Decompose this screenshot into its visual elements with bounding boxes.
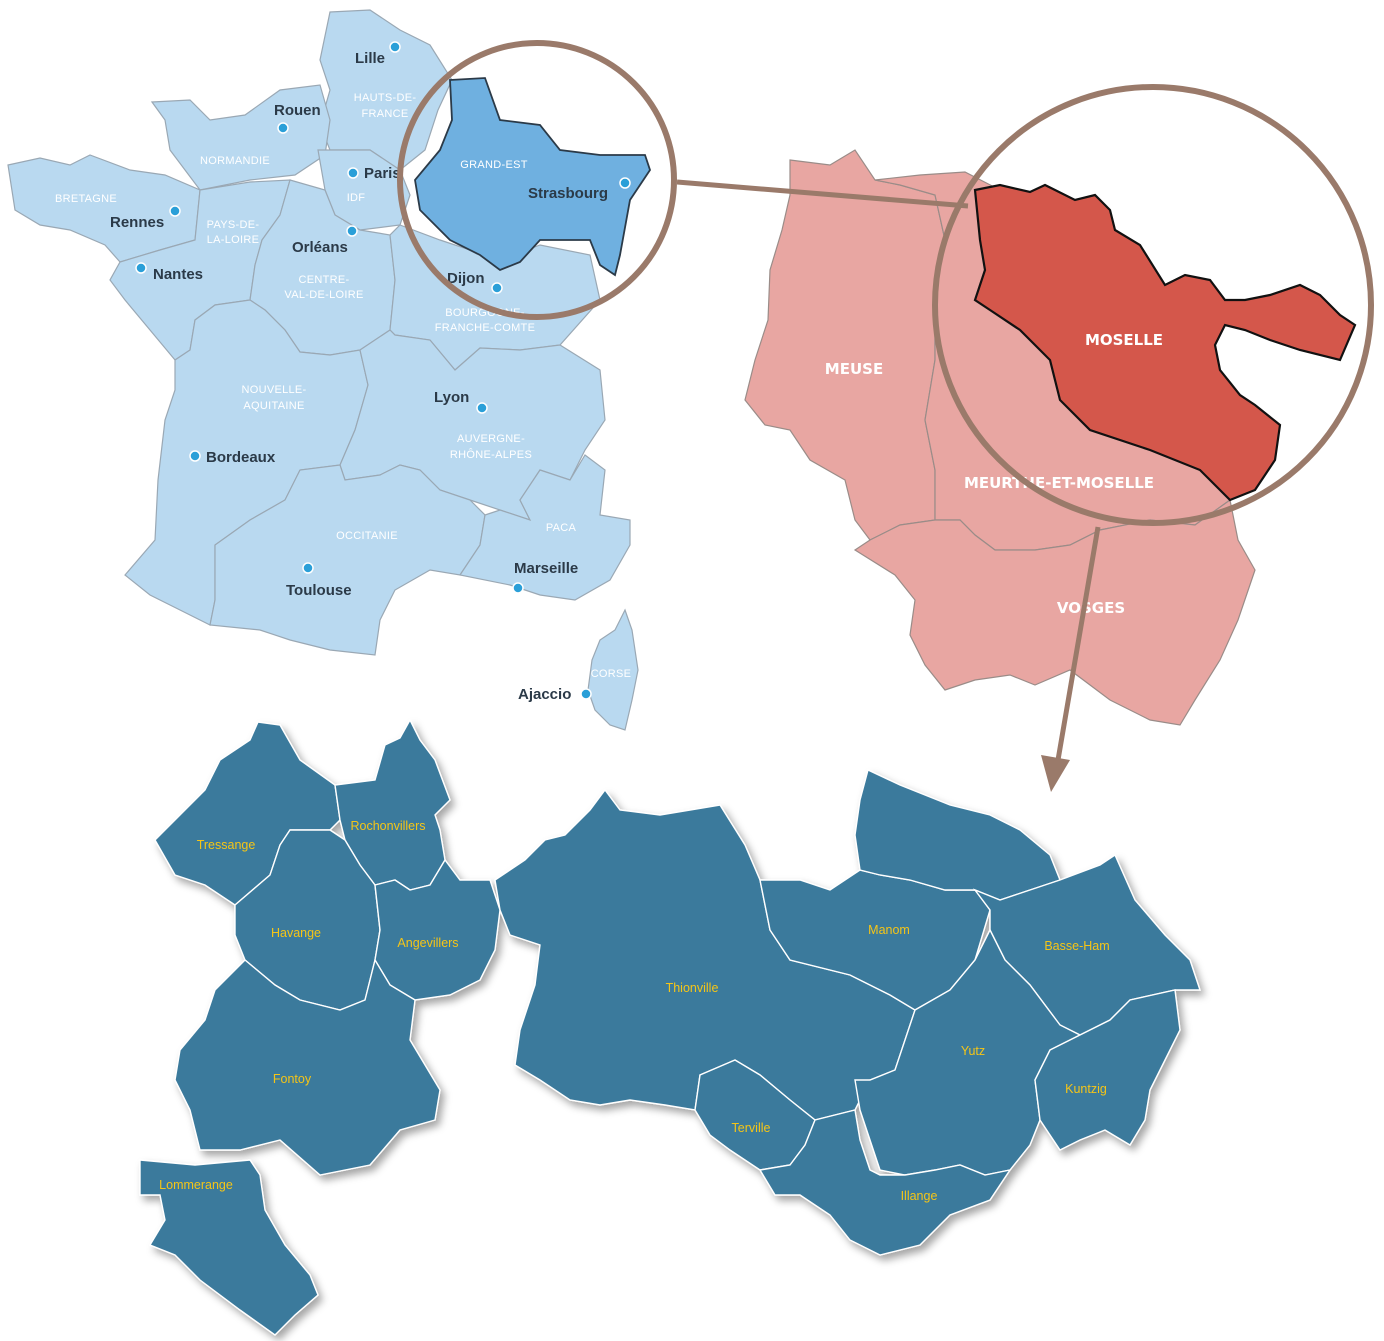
label-moselle: MOSELLE xyxy=(1085,331,1163,349)
connector-line-grand-est-to-lorraine xyxy=(676,179,969,209)
commune-kuntzig[interactable] xyxy=(1034,989,1181,1151)
city-label-bordeaux: Bordeaux xyxy=(206,449,276,466)
city-marker-lille[interactable]: Lille xyxy=(355,41,401,67)
city-label-orleans: Orléans xyxy=(292,239,348,256)
communes-map: Tressange Rochonvillers Havange Angevill… xyxy=(139,718,1201,1336)
arrowhead-icon xyxy=(1041,755,1070,792)
label-basse-ham: Basse-Ham xyxy=(1044,939,1109,953)
commune-upper-manom[interactable] xyxy=(854,769,1061,901)
label-nouvelle-aquitaine-line1: NOUVELLE- xyxy=(241,384,306,396)
dept-moselle[interactable] xyxy=(973,183,1357,502)
label-hauts-de-france-line2: FRANCE xyxy=(361,108,408,120)
label-terville: Terville xyxy=(732,1121,771,1135)
label-meuse: MEUSE xyxy=(825,360,883,378)
city-marker-bordeaux[interactable]: Bordeaux xyxy=(189,449,276,466)
label-meurthe-et-moselle: MEURTHE-ET-MOSELLE xyxy=(964,474,1154,492)
label-nouvelle-aquitaine-line2: AQUITAINE xyxy=(243,400,304,412)
label-thionville: Thionville xyxy=(666,981,719,995)
label-angevillers: Angevillers xyxy=(397,936,458,950)
lorraine-map: MEUSE MOSELLE MEURTHE-ET-MOSELLE VOSGES xyxy=(744,149,1357,726)
label-illange: Illange xyxy=(901,1189,938,1203)
label-corse: CORSE xyxy=(591,668,632,680)
city-marker-ajaccio[interactable]: Ajaccio xyxy=(518,686,592,703)
city-marker-toulouse[interactable]: Toulouse xyxy=(286,562,352,599)
france-map: HAUTS-DE- FRANCE NORMANDIE BRETAGNE PAYS… xyxy=(7,9,651,731)
label-ara-line2: RHÔNE-ALPES xyxy=(450,448,532,461)
label-tressange: Tressange xyxy=(197,838,256,852)
label-centre-line1: CENTRE- xyxy=(299,274,350,286)
label-ara-line1: AUVERGNE- xyxy=(457,433,525,445)
city-label-toulouse: Toulouse xyxy=(286,582,352,599)
city-label-strasbourg: Strasbourg xyxy=(528,185,608,202)
city-label-paris: Paris xyxy=(364,165,401,182)
label-manom: Manom xyxy=(868,923,910,937)
zoom-ring-grand-est xyxy=(397,40,677,320)
city-marker-rouen[interactable]: Rouen xyxy=(274,102,321,134)
region-hauts-de-france[interactable] xyxy=(319,9,453,171)
label-paca: PACA xyxy=(546,522,577,534)
label-bretagne: BRETAGNE xyxy=(55,193,117,205)
city-label-rennes: Rennes xyxy=(110,214,164,231)
region-grand-est[interactable] xyxy=(414,77,651,277)
city-marker-lyon[interactable]: Lyon xyxy=(434,389,488,414)
label-yutz: Yutz xyxy=(961,1044,985,1058)
city-label-dijon: Dijon xyxy=(447,270,485,287)
city-label-nantes: Nantes xyxy=(153,266,203,283)
city-marker-orleans[interactable]: Orléans xyxy=(292,225,358,256)
region-corse[interactable] xyxy=(587,608,639,731)
city-marker-rennes[interactable]: Rennes xyxy=(110,205,181,231)
connector-arrow-moselle-to-communes xyxy=(1055,526,1101,761)
label-hauts-de-france-line1: HAUTS-DE- xyxy=(354,92,417,104)
region-normandie[interactable] xyxy=(150,84,331,191)
city-label-lille: Lille xyxy=(355,50,385,67)
commune-fontoy[interactable] xyxy=(174,958,441,1176)
label-havange: Havange xyxy=(271,926,321,940)
label-centre-line2: VAL-DE-LOIRE xyxy=(284,289,363,301)
label-normandie: NORMANDIE xyxy=(200,155,270,167)
zoom-connectors xyxy=(397,40,1374,792)
label-rochonvillers: Rochonvillers xyxy=(350,819,425,833)
zoom-ring-moselle xyxy=(932,84,1374,526)
commune-angevillers[interactable] xyxy=(374,858,501,1001)
city-marker-nantes[interactable]: Nantes xyxy=(135,262,203,283)
label-idf: IDF xyxy=(347,192,366,204)
city-marker-dijon[interactable]: Dijon xyxy=(447,270,503,294)
dept-vosges[interactable] xyxy=(853,498,1256,726)
city-label-rouen: Rouen xyxy=(274,102,321,119)
city-marker-paris[interactable]: Paris xyxy=(347,165,401,182)
label-vosges: VOSGES xyxy=(1057,599,1125,617)
label-occitanie: OCCITANIE xyxy=(336,530,398,542)
commune-lommerange[interactable] xyxy=(139,1159,319,1336)
city-label-ajaccio: Ajaccio xyxy=(518,686,571,703)
label-pays-de-la-loire-line2: LA-LOIRE xyxy=(207,234,260,246)
city-marker-strasbourg[interactable]: Strasbourg xyxy=(528,177,631,202)
city-label-marseille: Marseille xyxy=(514,560,578,577)
city-label-lyon: Lyon xyxy=(434,389,469,406)
commune-illange[interactable] xyxy=(758,1109,1012,1256)
label-kuntzig: Kuntzig xyxy=(1065,1082,1107,1096)
label-bfc-line2: FRANCHE-COMTE xyxy=(435,322,535,334)
region-paca[interactable] xyxy=(459,454,631,601)
label-fontoy: Fontoy xyxy=(273,1072,312,1086)
label-pays-de-la-loire-line1: PAYS-DE- xyxy=(207,219,260,231)
city-marker-marseille[interactable]: Marseille xyxy=(512,560,578,594)
dept-meuse[interactable] xyxy=(744,149,946,541)
label-lommerange: Lommerange xyxy=(159,1178,233,1192)
label-grand-est: GRAND-EST xyxy=(460,159,527,171)
